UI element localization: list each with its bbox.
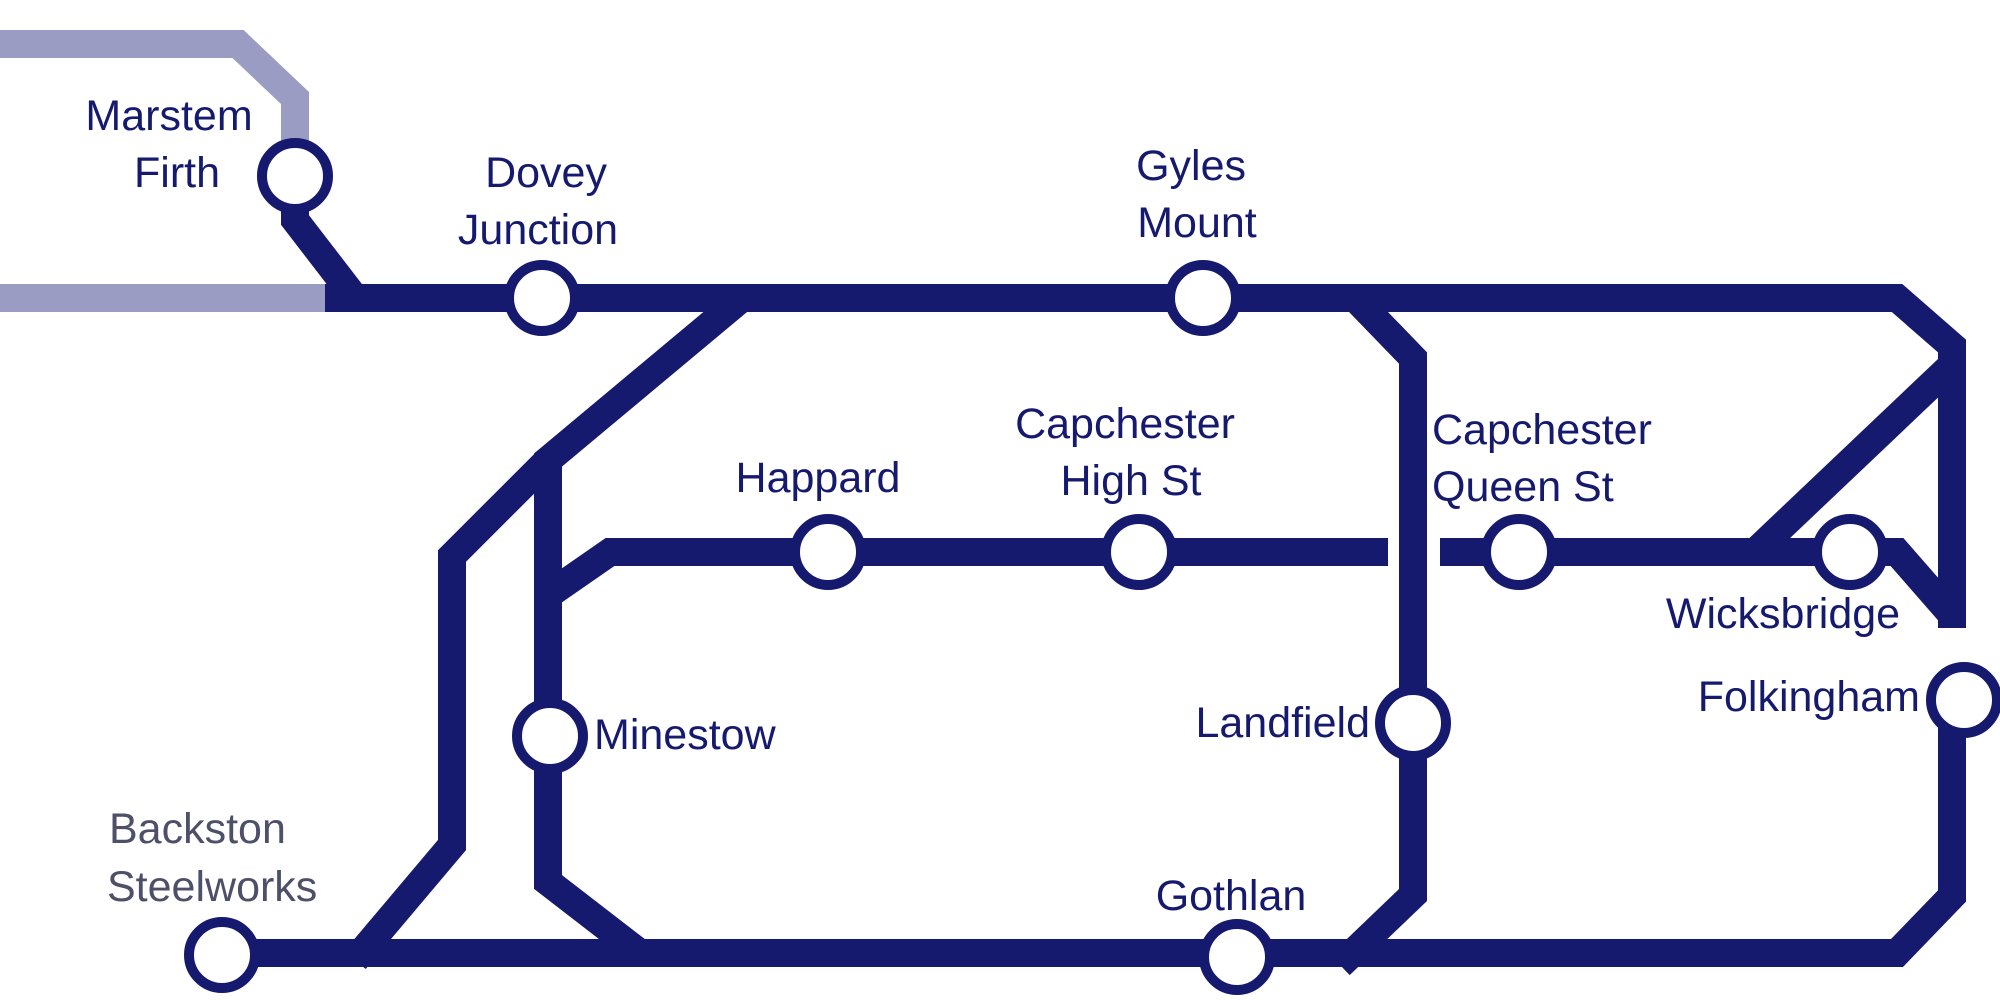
track-top-trunk bbox=[325, 284, 1966, 628]
label-happard: Happard bbox=[736, 454, 901, 502]
track-happard-branch bbox=[540, 538, 1388, 607]
label-capchester-queen-st: Capchester Queen St bbox=[1432, 406, 1664, 511]
station-group bbox=[184, 138, 2000, 995]
station-backston-steelworks[interactable] bbox=[184, 917, 260, 993]
label-group: Marstem Firth Dovey Junction Gyles Mount… bbox=[85, 92, 1920, 920]
label-gothlan-line1: Gothlan bbox=[1156, 872, 1307, 920]
main-track-group bbox=[222, 172, 1966, 976]
label-backston-steelworks: Backston Steelworks bbox=[107, 805, 317, 911]
station-wicksbridge[interactable] bbox=[1812, 514, 1888, 590]
label-dovey-junction: Dovey Junction bbox=[458, 149, 619, 254]
label-capchester-queen-st-line2: Queen St bbox=[1432, 463, 1614, 511]
station-landfield[interactable] bbox=[1375, 685, 1451, 761]
station-gothlan[interactable] bbox=[1199, 919, 1275, 995]
label-capchester-queen-st-line1: Capchester bbox=[1432, 406, 1652, 454]
label-happard-line1: Happard bbox=[736, 454, 901, 502]
label-wicksbridge: Wicksbridge bbox=[1666, 590, 1900, 638]
label-minestow-line1: Minestow bbox=[594, 711, 777, 759]
station-marous-marstem-firth[interactable] bbox=[257, 138, 333, 214]
track-bottom-trunk bbox=[222, 700, 1966, 967]
label-marstem-firth-line1: Marstem bbox=[85, 92, 252, 140]
track-landfield-loop bbox=[1330, 288, 1427, 976]
label-folkingham-line1: Folkingham bbox=[1698, 673, 1920, 721]
faded-track-group bbox=[0, 30, 325, 312]
label-wicksbridge-line1: Wicksbridge bbox=[1666, 590, 1900, 638]
station-minestow[interactable] bbox=[512, 698, 588, 774]
label-landfield: Landfield bbox=[1195, 699, 1370, 747]
faded-track-upper bbox=[0, 30, 309, 172]
track-wicksbridge-diagonal bbox=[1745, 354, 1962, 563]
label-capchester-high-st: Capchester High St bbox=[1015, 400, 1247, 505]
label-backston-steelworks-line2: Steelworks bbox=[107, 863, 317, 911]
station-gyles-mount[interactable] bbox=[1165, 260, 1241, 336]
label-capchester-high-st-line1: Capchester bbox=[1015, 400, 1235, 448]
label-dovey-junction-line2: Junction bbox=[458, 206, 618, 254]
station-capchester-high-st[interactable] bbox=[1101, 514, 1177, 590]
station-folkingham[interactable] bbox=[1926, 662, 2000, 738]
station-capchester-queen-st[interactable] bbox=[1481, 514, 1557, 590]
label-folkingham: Folkingham bbox=[1698, 673, 1920, 721]
label-gyles-mount-line2: Mount bbox=[1137, 199, 1257, 247]
label-backston-steelworks-line1: Backston bbox=[109, 805, 286, 853]
label-minestow: Minestow bbox=[594, 711, 777, 759]
label-capchester-high-st-line2: High St bbox=[1060, 457, 1201, 505]
station-happard[interactable] bbox=[790, 514, 866, 590]
label-gyles-mount-line1: Gyles bbox=[1136, 142, 1246, 190]
label-gothlan: Gothlan bbox=[1156, 872, 1307, 920]
track-inner-diagonal bbox=[534, 287, 751, 965]
station-dovey-junction[interactable] bbox=[504, 260, 580, 336]
label-marstem-firth: Marstem Firth bbox=[85, 92, 264, 197]
label-gyles-mount: Gyles Mount bbox=[1136, 142, 1258, 247]
label-dovey-junction-line1: Dovey bbox=[485, 149, 607, 197]
label-marstem-firth-line2: Firth bbox=[134, 149, 220, 197]
track-queen-st-branch bbox=[1440, 538, 1963, 625]
track-outer-diagonal bbox=[344, 450, 558, 970]
label-landfield-line1: Landfield bbox=[1195, 699, 1370, 747]
